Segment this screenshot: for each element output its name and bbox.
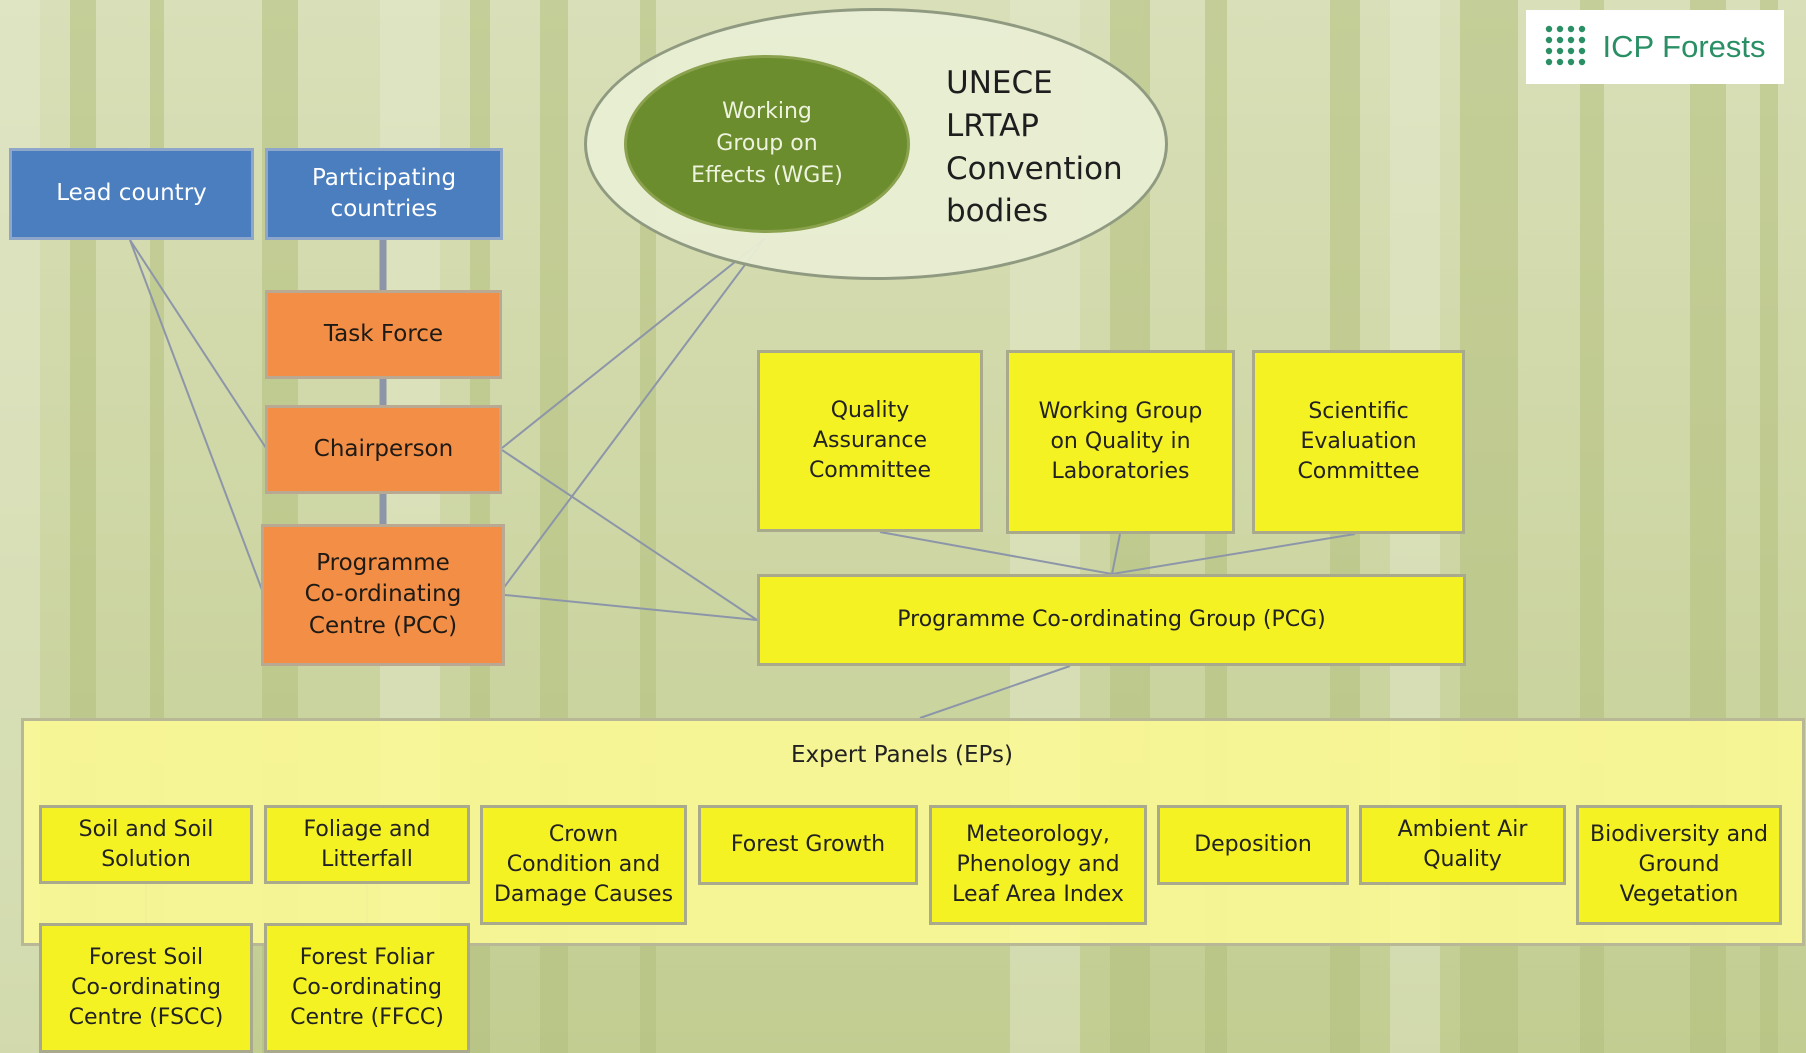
panel-ambient-air-box: Ambient Air Quality — [1359, 805, 1566, 885]
chairperson-label: Chairperson — [313, 435, 454, 462]
connector-sec-pcg — [1111, 533, 1356, 575]
logo-text: ICP Forests — [1602, 29, 1766, 64]
centre-label: Forest Foliar Co-ordinating Centre (FFCC… — [290, 945, 444, 1030]
chairperson-box: Chairperson — [265, 405, 502, 494]
working-group-quality-labs-box: Working Group on Quality in Laboratories — [1006, 350, 1235, 534]
panel-crown-box: Crown Condition and Damage Causes — [480, 805, 687, 925]
panel-label: Crown Condition and Damage Causes — [493, 822, 674, 907]
scientific-evaluation-committee-box: Scientific Evaluation Committee — [1252, 350, 1465, 534]
participating-countries-box: Participating countries — [265, 148, 503, 240]
panel-label: Meteorology, Phenology and Leaf Area Ind… — [952, 822, 1124, 907]
connector-qac-pcg — [879, 531, 1113, 575]
panel-label: Biodiversity and Ground Vegetation — [1590, 822, 1768, 907]
panel-meteorology-box: Meteorology, Phenology and Leaf Area Ind… — [929, 805, 1147, 925]
ffcc-box: Forest Foliar Co-ordinating Centre (FFCC… — [264, 923, 470, 1053]
panel-label: Deposition — [1194, 832, 1312, 858]
wge-ellipse: Working Group on Effects (WGE) — [624, 55, 910, 233]
dot-grid-logo-icon — [1546, 25, 1586, 66]
connector-lead-chair — [129, 239, 267, 449]
expert-panels-title: Expert Panels (EPs) — [791, 742, 1013, 768]
participating-countries-label: Participating countries — [311, 164, 457, 222]
task-force-box: Task Force — [265, 290, 502, 379]
lead-country-label: Lead country — [56, 180, 207, 207]
lead-country-box: Lead country — [9, 148, 254, 240]
panel-biodiversity-box: Biodiversity and Ground Vegetation — [1576, 805, 1782, 925]
pcc-label: Programme Co-ordinating Centre (PCC) — [304, 550, 462, 639]
wge-label: Working Group on Effects (WGE) — [691, 99, 843, 188]
connector-pcc-wge — [501, 237, 766, 591]
connector-chair-pcg — [501, 449, 758, 621]
connector-lead-pcc — [129, 239, 263, 591]
panel-label: Soil and Soil Solution — [78, 816, 214, 872]
panel-deposition-box: Deposition — [1157, 805, 1349, 885]
connector-pcg-eps — [919, 665, 1071, 719]
panel-label: Forest Growth — [730, 832, 886, 858]
committee-label: Quality Assurance Committee — [808, 398, 932, 483]
icp-forests-logo: ICP Forests — [1526, 10, 1784, 84]
committee-label: Working Group on Quality in Laboratories — [1038, 399, 1203, 484]
pcc-box: Programme Co-ordinating Centre (PCC) — [261, 524, 505, 666]
panel-label: Ambient Air Quality — [1397, 817, 1528, 872]
fscc-box: Forest Soil Co-ordinating Centre (FSCC) — [39, 923, 253, 1053]
pcg-label: Programme Co-ordinating Group (PCG) — [897, 607, 1326, 633]
centre-label: Forest Soil Co-ordinating Centre (FSCC) — [68, 945, 224, 1030]
quality-assurance-committee-box: Quality Assurance Committee — [757, 350, 983, 532]
connector-pcc-pcg — [504, 594, 758, 621]
connector-chair-wge — [501, 237, 766, 449]
pcg-box: Programme Co-ordinating Group (PCG) — [757, 574, 1466, 666]
committee-label: Scientific Evaluation Committee — [1297, 399, 1420, 484]
panel-label: Foliage and Litterfall — [303, 816, 431, 872]
panel-forest-growth-box: Forest Growth — [698, 805, 918, 885]
connector-wgql-pcg — [1111, 533, 1121, 575]
task-force-label: Task Force — [323, 320, 444, 347]
panel-foliage-box: Foliage and Litterfall — [264, 805, 470, 884]
convention-bodies-label: UNECE LRTAP Convention bodies — [946, 65, 1123, 230]
panel-soil-box: Soil and Soil Solution — [39, 805, 253, 884]
